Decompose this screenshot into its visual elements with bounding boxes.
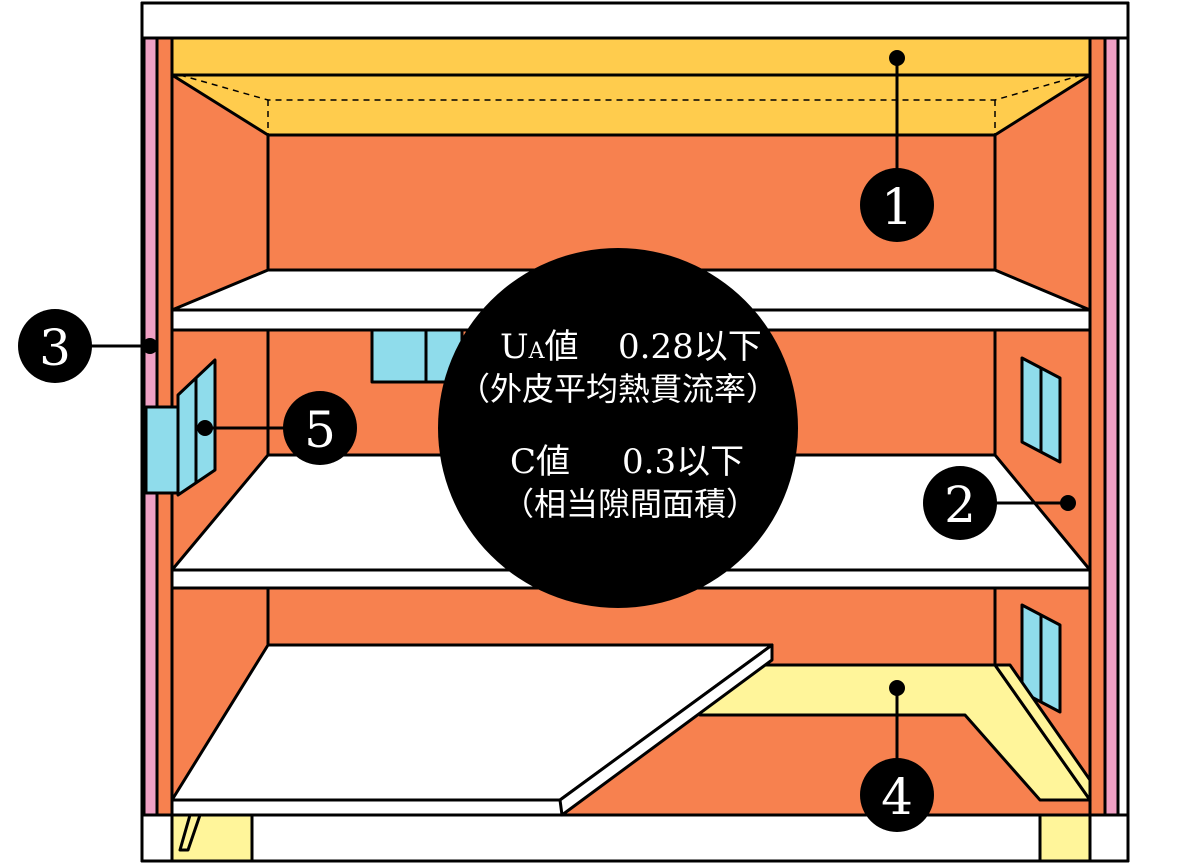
- exterior-insulation-right: [1103, 36, 1120, 817]
- ground-floor-board: [170, 643, 774, 817]
- wall-right-edge: [1088, 36, 1107, 817]
- svg-text:2: 2: [944, 476, 976, 534]
- svg-text:5: 5: [304, 401, 336, 459]
- c-label: C値: [510, 442, 570, 482]
- marker-5: 5: [197, 391, 357, 465]
- c-description: （相当隙間面積）: [502, 485, 758, 523]
- marker-3: 3: [18, 309, 158, 383]
- svg-text:3: 3: [39, 319, 71, 377]
- ua-label: UA値: [500, 327, 579, 367]
- foundation-insulation: [170, 663, 1092, 863]
- svg-text:4: 4: [881, 768, 913, 826]
- ua-description: （外皮平均熱貫流率）: [458, 370, 778, 408]
- windows: [144, 328, 1062, 714]
- performance-badge: UA値 0.28以下 （外皮平均熱貫流率） C値 0.3以下 （相当隙間面積）: [438, 248, 798, 608]
- roof-board: [140, 1, 1130, 40]
- svg-text:1: 1: [881, 178, 913, 236]
- marker-2: 2: [923, 466, 1076, 540]
- ceiling-insulation: [170, 36, 1092, 137]
- marker-4: 4: [860, 680, 934, 832]
- ua-value: 0.28以下: [618, 327, 762, 367]
- c-value: 0.3以下: [622, 442, 744, 482]
- marker-1: 1: [860, 50, 934, 242]
